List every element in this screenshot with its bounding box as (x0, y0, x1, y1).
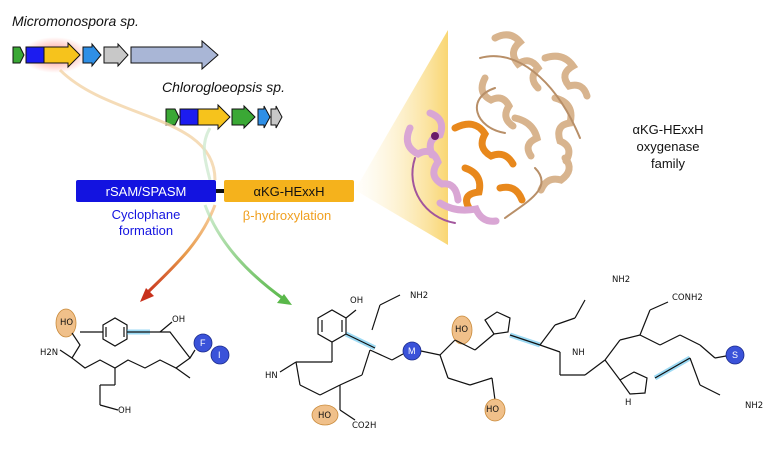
gene-lightblue (82, 42, 102, 68)
gene-lightblue (257, 105, 271, 129)
label-ho-3: HO (455, 325, 468, 335)
hydroxyl-highlight-bottom-1 (311, 404, 339, 426)
label-conh2: CONH2 (672, 293, 703, 303)
domain-linker (216, 189, 224, 193)
chemical-structures: HO OH H2N OH OH HN HO CO2H NH2 HO HO NH2… (40, 275, 763, 431)
label-oh-2: OH (118, 406, 131, 416)
organism-label-micromonospora: Micromonospora sp. (12, 13, 139, 29)
residue-S: S (732, 350, 738, 360)
gene-yellow (43, 41, 81, 69)
label-nh2-3: NH2 (745, 401, 763, 411)
curve-micromonospora (58, 68, 217, 181)
gene-green (12, 46, 25, 64)
right-molecule (279, 294, 745, 426)
gene-green-2 (231, 104, 256, 130)
residue-F: F (200, 338, 206, 348)
domain-rsam-spasm: rSAM/SPASM (76, 180, 216, 202)
label-nh2-1: NH2 (410, 291, 428, 301)
enzyme-family-line-2: oxygenase (636, 139, 700, 154)
pink-domain (403, 109, 500, 225)
label-nh2-2: NH2 (612, 275, 630, 285)
residue-M: M (408, 346, 416, 356)
residue-ball-I (210, 345, 230, 365)
left-molecule (55, 308, 230, 411)
curve-chlorogloeopsis (202, 127, 212, 181)
atom-labels: HO OH H2N OH OH HN HO CO2H NH2 HO HO NH2… (40, 275, 763, 431)
gene-gray (103, 42, 129, 68)
cyclophane-line-1: Cyclophane (111, 207, 181, 222)
domain-akg-label: αKG-HExxH (253, 183, 325, 199)
gene-cluster-micromonospora (12, 37, 219, 73)
cyclophane-line-2: formation (118, 223, 174, 238)
enzyme-family-line-3: family (651, 156, 685, 171)
function-hydroxylation: β-hydroxylation (222, 208, 352, 224)
residue-I: I (218, 350, 221, 360)
label-co2h: CO2H (352, 421, 376, 431)
gene-gray (270, 105, 283, 129)
organism-label-chlorogloeopsis: Chlorogloeopsis sp. (162, 79, 285, 95)
gene-steel (130, 39, 219, 71)
label-hn-1: HN (265, 371, 278, 381)
label-oh-1: OH (172, 315, 185, 325)
gene-cluster-chlorogloeopsis (165, 103, 283, 131)
enzyme-family-line-1: αKG-HExxH (632, 122, 704, 137)
label-ho-2: HO (318, 411, 331, 421)
hydroxyl-highlight-left (55, 308, 77, 338)
arrow-green (203, 204, 286, 302)
orange-domain (451, 120, 526, 212)
function-cyclophane: Cyclophane formation (86, 207, 206, 239)
arrow-red-head (140, 288, 154, 302)
structure-beam (355, 30, 448, 245)
hydroxyl-highlight-bottom-2 (484, 398, 506, 422)
label-h-1: H (625, 398, 631, 408)
arrow-green-head (277, 294, 292, 305)
residue-labels: F I M S (200, 338, 738, 360)
domain-rsam-label: rSAM/SPASM (105, 183, 187, 199)
residue-ball-F (193, 333, 213, 353)
hydroxylation-label: β-hydroxylation (242, 208, 332, 223)
domain-akg-hexxh: αKG-HExxH (224, 180, 354, 202)
label-ho-1: HO (60, 318, 73, 328)
tan-domain (478, 31, 591, 194)
protein-structure (403, 31, 591, 225)
enzyme-family-label: αKG-HExxH oxygenase family (613, 121, 723, 172)
label-oh-3: OH (350, 296, 363, 306)
residue-ball-S (725, 345, 745, 365)
gene-yellow (197, 103, 231, 131)
label-h2n-1: H2N (40, 348, 58, 358)
label-nh-1: NH (572, 348, 585, 358)
label-ho-4: HO (486, 405, 499, 415)
